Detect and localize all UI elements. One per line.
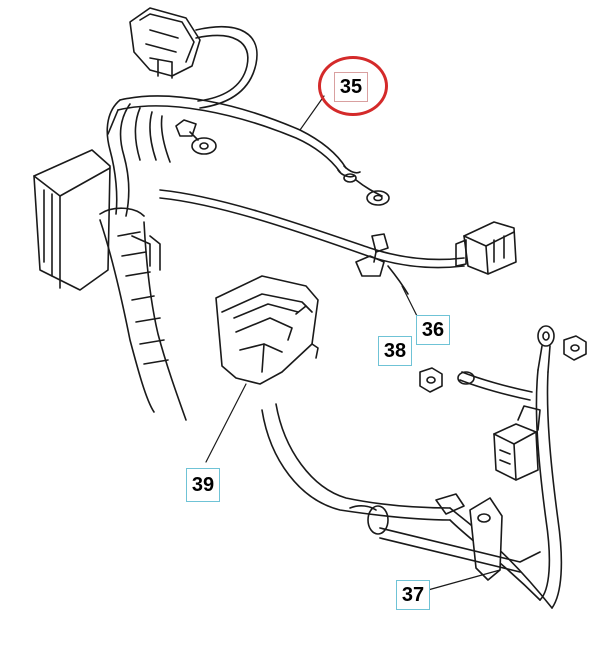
right-plug-connector bbox=[455, 221, 517, 275]
top-connector bbox=[129, 7, 201, 79]
callout-39-label: 39 bbox=[191, 474, 215, 496]
cable-36 bbox=[159, 189, 465, 295]
cable-35 bbox=[117, 95, 390, 206]
callout-38-label: 38 bbox=[383, 340, 407, 362]
lower-trunk bbox=[99, 207, 187, 421]
nut-38 bbox=[419, 367, 443, 393]
top-cable-loop bbox=[195, 26, 258, 109]
lower-cable bbox=[261, 403, 451, 535]
ring-terminal-upper bbox=[175, 119, 217, 155]
connector-39-housing bbox=[215, 275, 319, 385]
relay-block bbox=[493, 405, 541, 481]
callout-38[interactable]: 38 bbox=[378, 336, 412, 366]
callout-36-label: 36 bbox=[421, 319, 445, 341]
highlight-ring-35 bbox=[318, 56, 388, 116]
callout-36[interactable]: 36 bbox=[416, 315, 450, 345]
nut-right bbox=[563, 335, 587, 361]
left-harness-bundle bbox=[106, 99, 171, 217]
callout-37[interactable]: 37 bbox=[396, 580, 430, 610]
callout-39[interactable]: 39 bbox=[186, 468, 220, 502]
callout-37-label: 37 bbox=[401, 584, 425, 606]
left-box-component bbox=[33, 149, 111, 291]
